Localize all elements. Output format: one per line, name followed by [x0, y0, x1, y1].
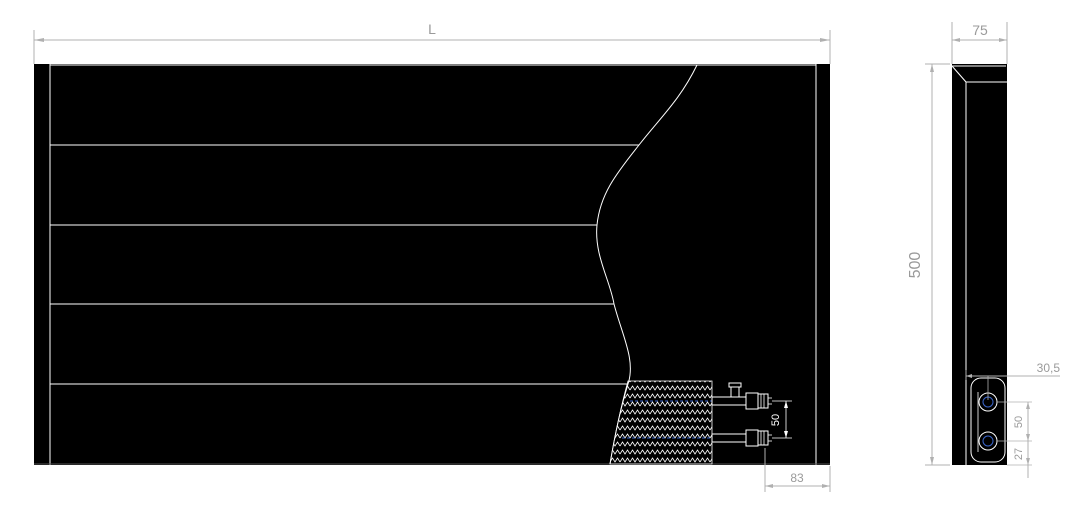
dimension-pipe-spacing-side: 50	[997, 401, 1032, 442]
dimension-height: 500	[907, 63, 950, 466]
length-label: L	[428, 21, 436, 37]
dimension-pipe-spacing-front: 50	[770, 400, 792, 439]
front-view: L	[33, 21, 831, 492]
side-connection-offset-label: 30,5	[1037, 361, 1061, 375]
pipe-spacing-front-label: 50	[770, 414, 782, 426]
pipe-spacing-side-label: 50	[1013, 416, 1025, 428]
side-view: 75 500	[907, 22, 1060, 478]
bottom-offset-label: 27	[1013, 448, 1025, 460]
side-lower-pipe-end	[978, 431, 998, 451]
dimension-side-connection-offset: 30,5	[965, 361, 1061, 400]
upper-pipe-valve	[711, 382, 772, 410]
connection-from-end-label: 83	[790, 471, 804, 485]
height-label: 500	[907, 252, 924, 279]
dimension-length: L	[33, 21, 831, 64]
dimension-bottom-offset: 27	[1007, 441, 1032, 478]
dimension-depth: 75	[951, 22, 1008, 64]
dimension-connection-from-end: 83	[764, 448, 831, 492]
heat-exchanger	[609, 380, 713, 465]
lower-pipe	[711, 429, 772, 447]
depth-label: 75	[972, 22, 988, 38]
